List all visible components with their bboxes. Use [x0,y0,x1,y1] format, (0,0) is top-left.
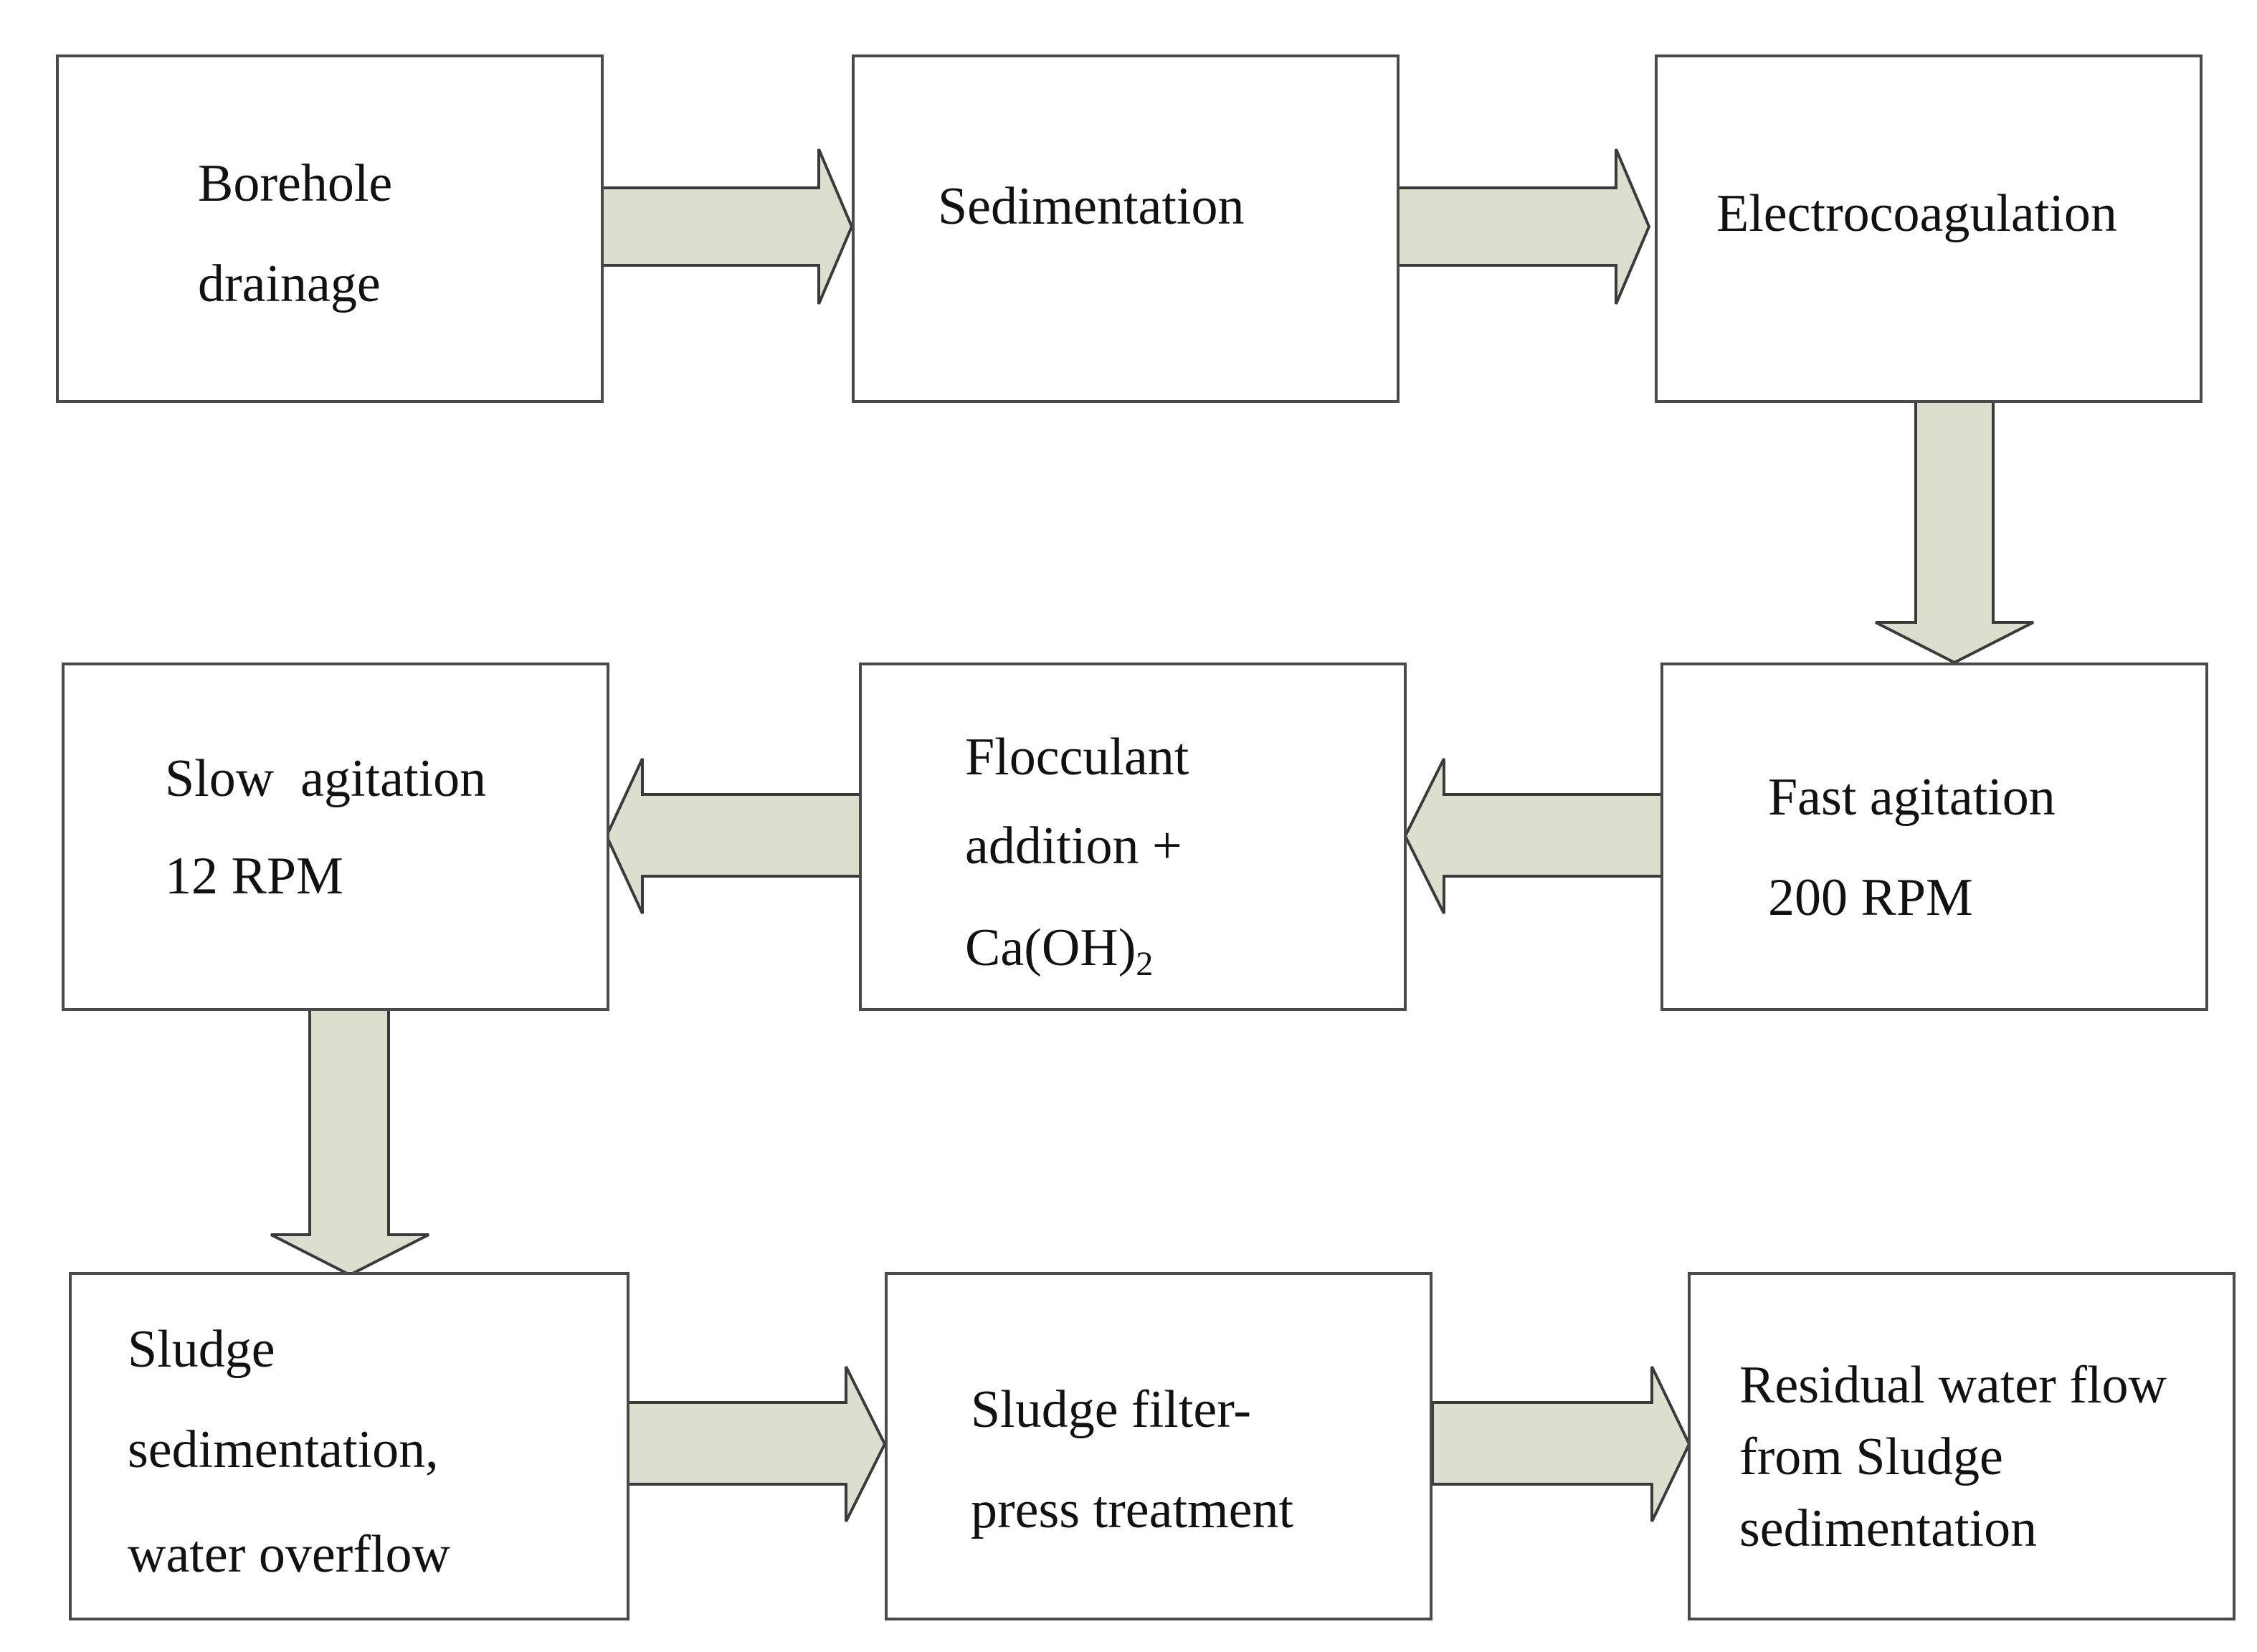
step-label: from Sludge [1739,1428,2003,1486]
step-label: 12 RPM [165,847,343,906]
arrow-sedimentation-to-electrocoagulation [1395,148,1651,305]
step-label: Borehole [198,154,392,213]
arrow-sludge-sedimentation-to-filter-press [627,1366,887,1522]
step-filter-press: Sludge filter- press treatment [885,1272,1432,1620]
chemical-formula: Ca(OH) [965,918,1136,977]
step-label: Fast agitation [1768,768,2056,827]
step-label: Flocculant [965,728,1189,787]
arrow-electrocoagulation-to-fast-agitation [1875,399,2034,665]
step-label: Sludge filter- [971,1380,1251,1439]
step-label: Slow agitation [165,749,486,808]
step-sedimentation: Sedimentation [852,54,1400,403]
arrow-flocculant-to-slow-agitation [604,758,862,914]
step-electrocoagulation: Electrocoagulation [1655,54,2203,403]
arrow-filter-press-to-residual-water [1431,1366,1691,1522]
step-label: Sedimentation [938,177,1245,236]
step-label: Electrocoagulation [1716,184,2117,243]
step-label: sedimentation [1739,1499,2037,1558]
step-label: Sludge [128,1320,275,1379]
step-borehole-drainage: Borehole drainage [56,54,604,403]
step-label: 200 RPM [1768,868,1973,927]
arrow-borehole-to-sedimentation [599,148,854,305]
formula-subscript: 2 [1136,945,1153,983]
step-flocculant-addition: Flocculant addition + Ca(OH)2 [859,663,1407,1011]
arrow-fast-agitation-to-flocculant [1403,758,1663,914]
step-sludge-sedimentation: Sludge sedimentation, water overflow [69,1272,629,1620]
step-label: water overflow [128,1525,451,1584]
step-label: addition + [965,817,1182,875]
step-label: Residual water flow [1739,1356,2167,1415]
arrow-slow-agitation-to-sludge-sedimentation [270,1005,429,1277]
step-fast-agitation: Fast agitation 200 RPM [1660,663,2208,1011]
step-label: press treatment [971,1481,1293,1539]
step-label: Ca(OH)2 [965,918,1153,983]
step-label: sedimentation, [128,1420,439,1479]
step-slow-agitation: Slow agitation 12 RPM [62,663,609,1011]
step-residual-water-flow: Residual water flow from Sludge sediment… [1688,1272,2235,1620]
step-label: drainage [198,255,381,313]
